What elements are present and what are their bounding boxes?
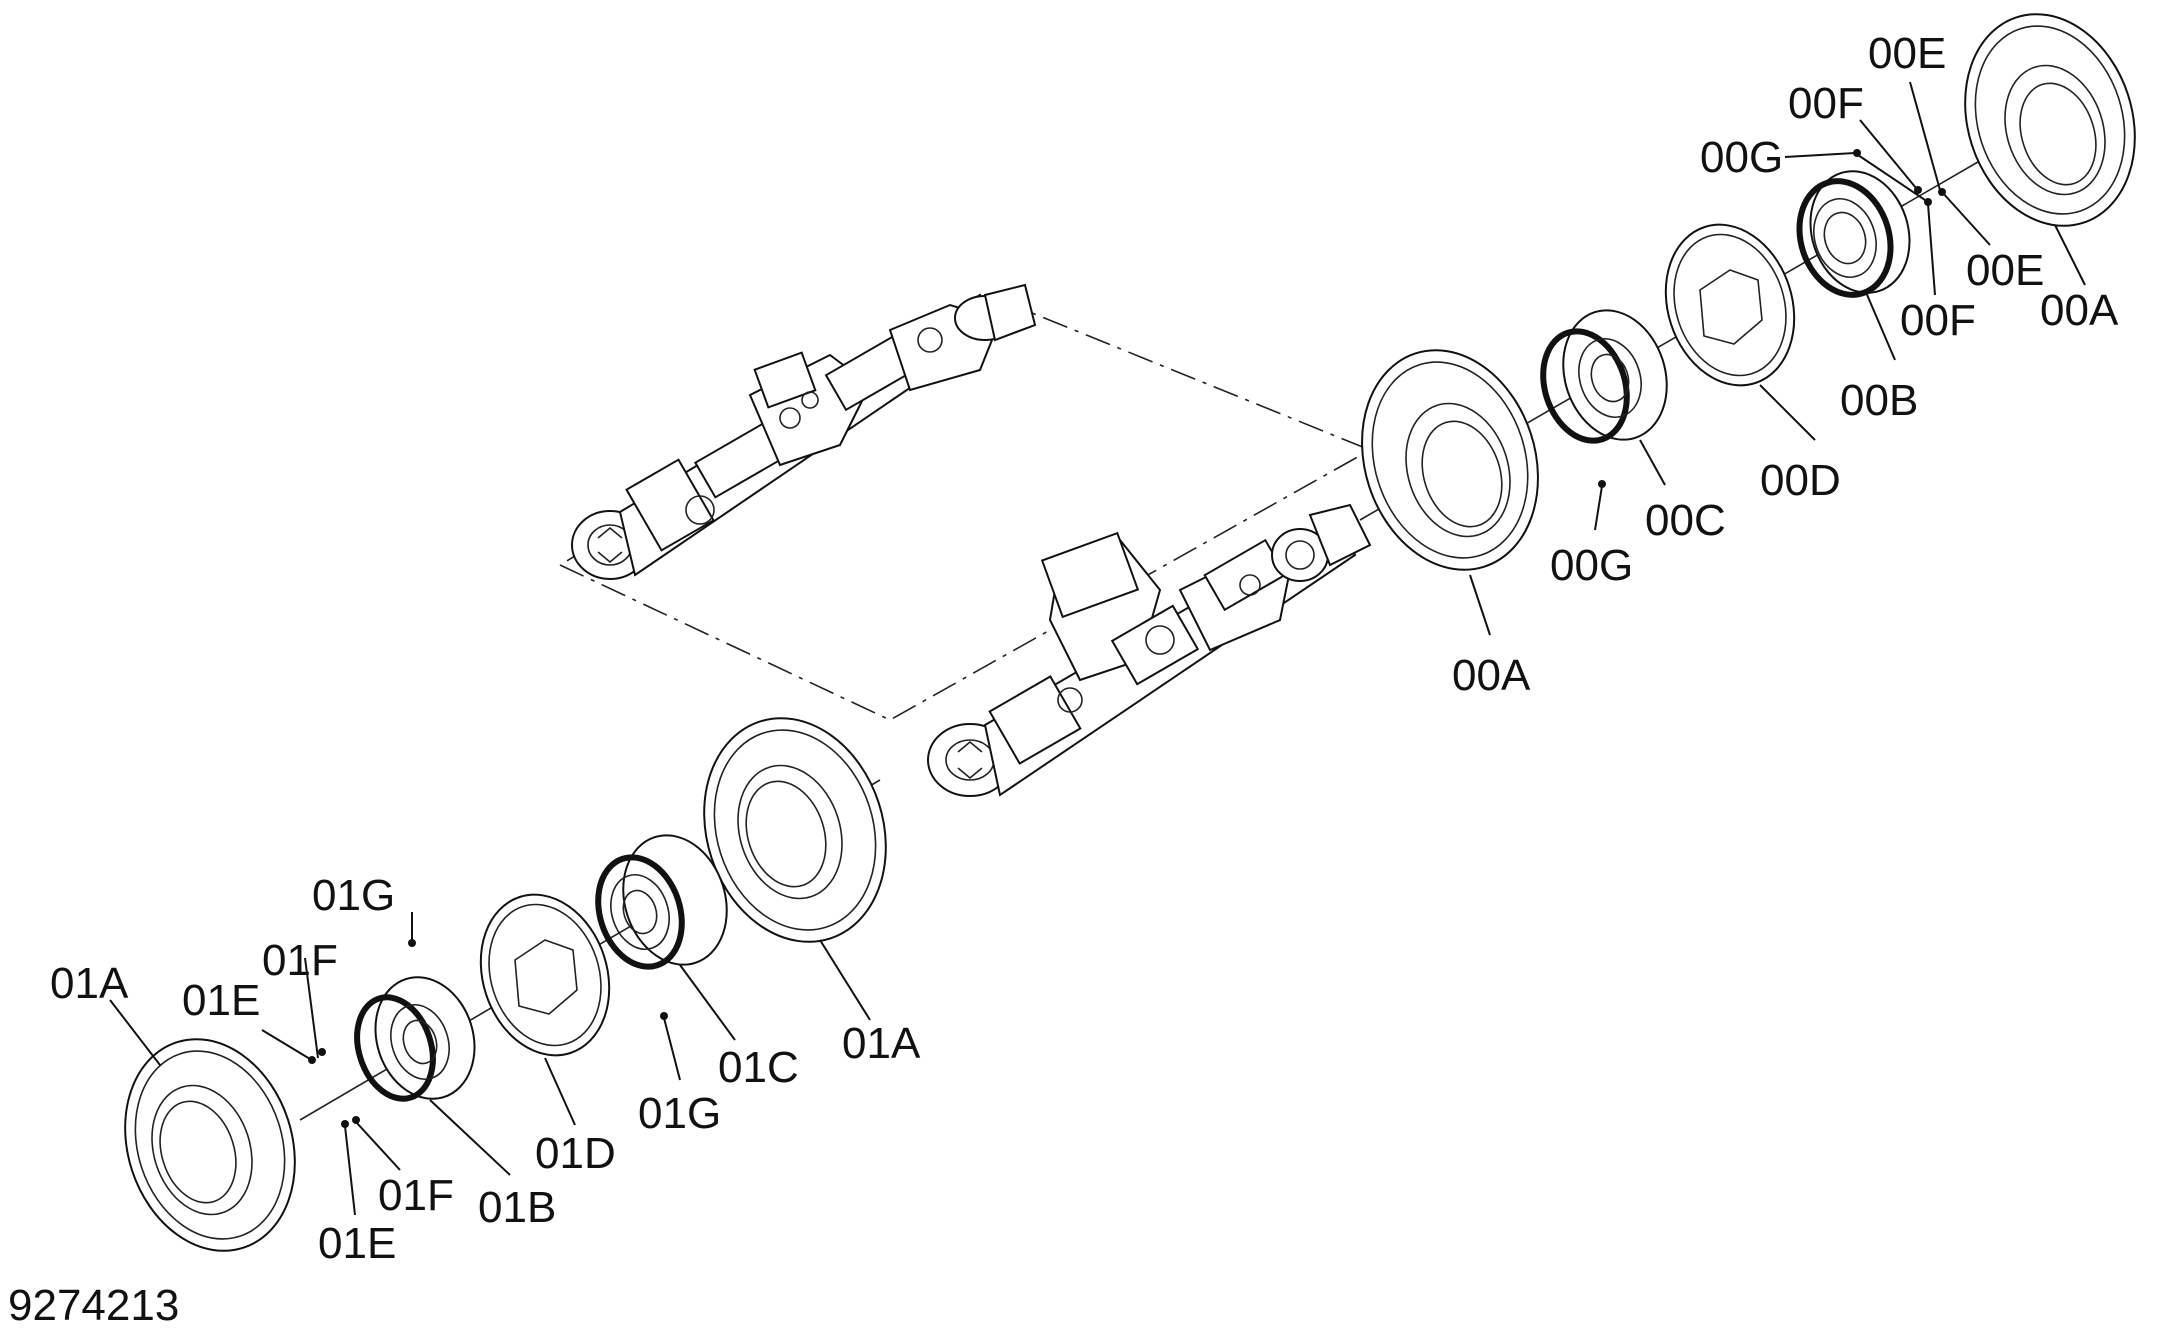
callout-00D: 00D <box>1760 456 1841 505</box>
rim-00B <box>1796 170 1911 298</box>
tyre-00A-middle <box>1361 349 1539 571</box>
callout-01A-mid: 01A <box>842 1019 921 1068</box>
callout-00G-mid: 00G <box>1550 541 1633 590</box>
rear-axle-assembly <box>571 283 1037 580</box>
callout-01E-top: 01E <box>182 976 260 1025</box>
callout-00F-top: 00F <box>1788 79 1864 128</box>
rim-00C <box>1540 309 1668 444</box>
callout-00A-right: 00A <box>2040 286 2119 335</box>
disc-01D <box>479 893 611 1057</box>
rim-01C <box>595 834 728 970</box>
callout-labels: 00E 00F 00G 00E 00F 00A 00B 00D 00C 00G … <box>50 29 2119 1268</box>
front-axle-assembly <box>927 503 1372 797</box>
callout-00B: 00B <box>1840 376 1918 425</box>
callout-01F-bottom: 01F <box>378 1171 454 1220</box>
leader-lines <box>109 81 2086 1216</box>
callout-00G-top: 00G <box>1700 133 1783 182</box>
callout-00E-right: 00E <box>1966 246 2044 295</box>
callout-01D: 01D <box>535 1129 616 1178</box>
callout-01G-mid: 01G <box>638 1089 721 1138</box>
callout-00C: 00C <box>1645 496 1726 545</box>
callout-01F-top: 01F <box>262 936 338 985</box>
tyre-01A-far-left <box>124 1038 296 1252</box>
callout-01G-top: 01G <box>312 871 395 920</box>
callout-01B: 01B <box>478 1183 556 1232</box>
tyre-01A-middle <box>703 717 887 943</box>
callout-01C: 01C <box>718 1043 799 1092</box>
disc-00D <box>1664 223 1796 387</box>
rim-01B <box>354 976 476 1102</box>
tyre-00A-far-right <box>1964 13 2136 227</box>
callout-01A-left: 01A <box>50 959 129 1008</box>
drawing-number: 9274213 <box>8 1281 179 1330</box>
callout-00A-mid: 00A <box>1452 651 1531 700</box>
callout-00F-right: 00F <box>1900 296 1976 345</box>
callout-00E-top: 00E <box>1868 29 1946 78</box>
callout-01E-bottom: 01E <box>318 1219 396 1268</box>
